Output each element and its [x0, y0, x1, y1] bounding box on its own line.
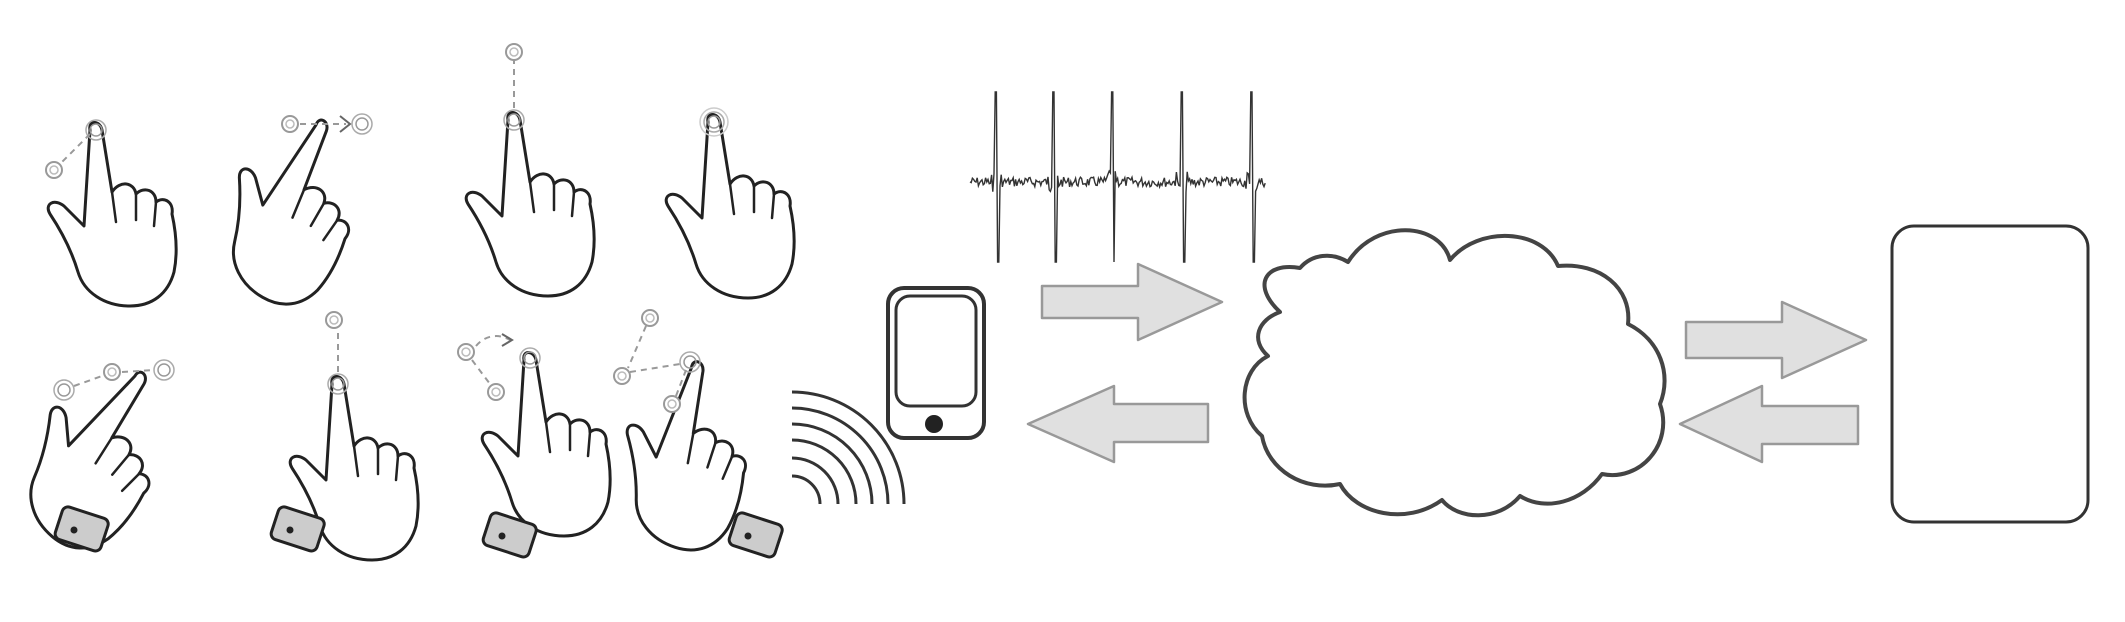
gesture-curved-swipe	[457, 333, 612, 561]
arrow-left-icon	[1026, 384, 1210, 464]
trail-arrowhead-icon	[501, 333, 514, 347]
target-point-icon	[281, 115, 299, 133]
gesture-grid	[0, 43, 796, 568]
swipe-trail	[629, 363, 681, 373]
swipe-trail	[627, 325, 647, 369]
swipe-trail	[675, 369, 687, 397]
display-panel-icon	[1890, 224, 2090, 524]
target-point-icon	[613, 367, 631, 385]
swipe-trail	[475, 335, 511, 347]
wireless-signal-icon	[791, 390, 906, 505]
swipe-trail	[73, 375, 103, 387]
gesture-tap	[664, 107, 796, 300]
wristband-icon	[726, 509, 786, 561]
gesture-swipe-down-left	[45, 119, 178, 308]
gesture-swipe-up-band	[268, 311, 420, 562]
target-point-icon	[103, 363, 121, 381]
target-point-icon	[325, 311, 343, 329]
swipe-trail	[59, 133, 91, 165]
arrow-right-icon	[1684, 300, 1868, 380]
smartphone-icon	[886, 286, 986, 440]
cloud-icon	[1242, 228, 1667, 518]
touch-point-icon	[351, 113, 373, 135]
target-point-icon	[641, 309, 659, 327]
arrow-right-icon	[1040, 262, 1224, 342]
gesture-swipe-right-trail	[281, 113, 373, 135]
swipe-trail	[471, 359, 491, 385]
pointing-hand-icon	[46, 121, 178, 308]
gesture-two-point-swipe-left	[0, 342, 208, 568]
touch-point-icon	[153, 359, 175, 381]
touch-point-icon	[53, 379, 75, 401]
home-button	[925, 415, 943, 433]
target-point-icon	[505, 43, 523, 61]
ecg-signal-icon	[969, 91, 1266, 263]
gesture-multi-point-swipe	[595, 309, 786, 564]
target-point-icon	[457, 343, 475, 361]
target-point-icon	[45, 161, 63, 179]
pointing-hand-icon	[664, 113, 796, 300]
pointing-hand-icon	[464, 111, 596, 298]
gesture-swipe-up	[464, 43, 596, 298]
trail-arrowhead-icon	[339, 115, 352, 133]
target-point-icon	[663, 395, 681, 413]
arrow-left-icon	[1678, 384, 1860, 464]
swipe-trail	[121, 369, 155, 373]
target-point-icon	[487, 383, 505, 401]
pointing-hand-icon	[480, 351, 612, 538]
